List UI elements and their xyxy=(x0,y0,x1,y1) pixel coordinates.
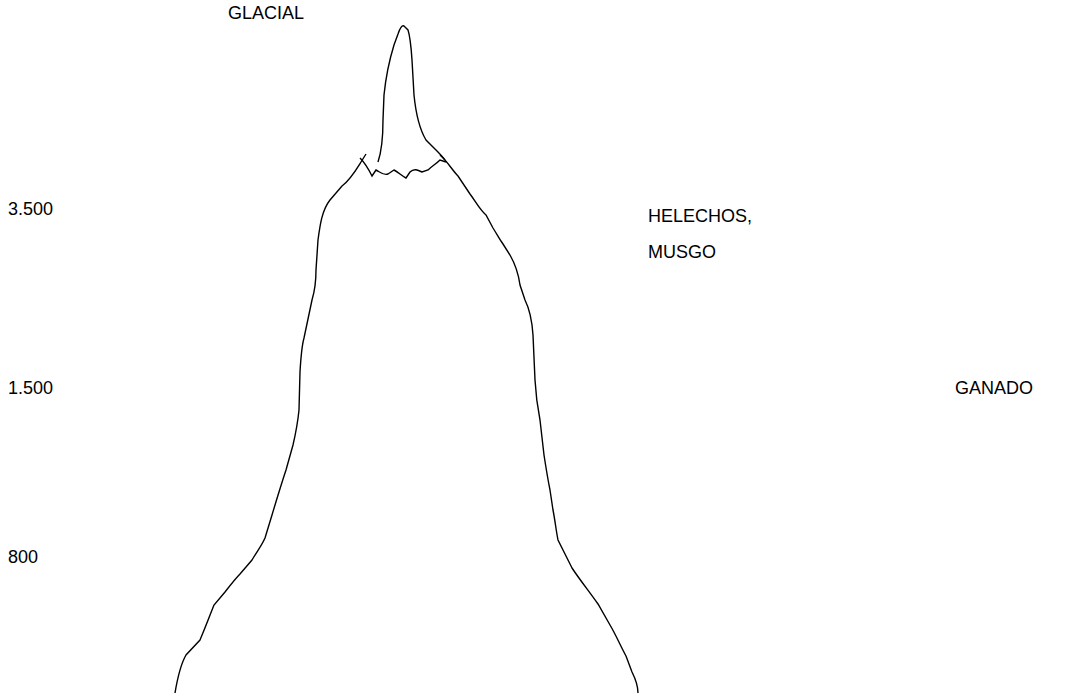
mountain-outline xyxy=(175,154,366,693)
zone-label: HELECHOS, MUSGO xyxy=(648,198,760,270)
altitude-label: 800 xyxy=(8,546,38,568)
peak-spire xyxy=(378,26,445,162)
glacier-boundary xyxy=(360,158,446,178)
altitude-label: 1.500 xyxy=(8,377,53,399)
altitude-label: 3.500 xyxy=(8,198,53,220)
zone-label: GANADO xyxy=(955,377,1033,399)
mountain-outline-right xyxy=(440,155,638,693)
zone-label: GLACIAL xyxy=(228,2,304,24)
